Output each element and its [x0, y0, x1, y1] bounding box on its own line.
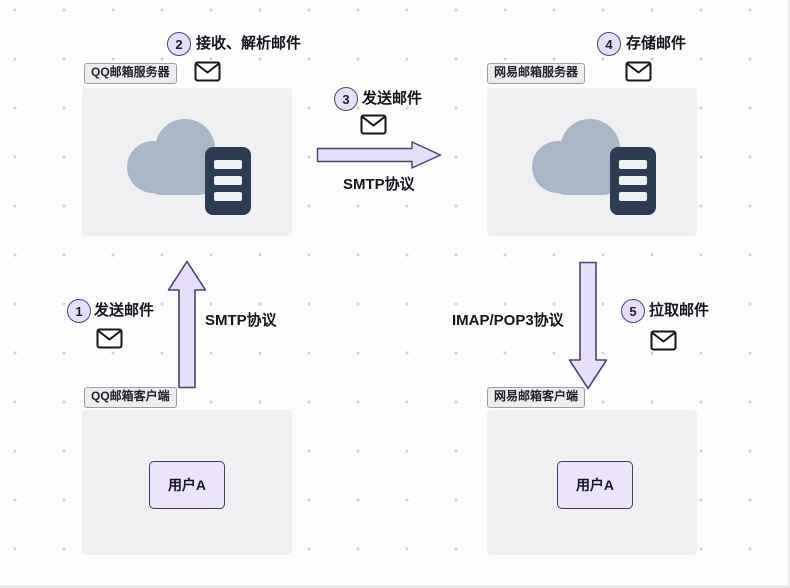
step-3-label: 发送邮件 [362, 90, 423, 107]
netease-client-box: 用户A [487, 410, 697, 555]
arrow-up-smtp [167, 260, 207, 389]
netease-server-box [487, 88, 697, 236]
user-a-box: 用户A [557, 461, 633, 509]
netease-client-label: 网易邮箱客户端 [487, 387, 586, 408]
qq-client-label: QQ邮箱客户端 [84, 387, 177, 408]
imap-protocol-label: IMAP/POP3协议 [452, 312, 564, 329]
step-1-badge: 1 [67, 299, 91, 323]
mail-icon [96, 328, 123, 349]
step-5-label: 拉取邮件 [649, 302, 710, 319]
smtp-protocol-label-horizontal: SMTP协议 [343, 176, 415, 193]
step-2-label: 接收、解析邮件 [196, 35, 302, 52]
cloud-server-icon [117, 107, 257, 217]
step-2-badge: 2 [167, 32, 191, 56]
qq-server-label: QQ邮箱服务器 [84, 63, 177, 84]
smtp-protocol-label-vertical: SMTP协议 [205, 312, 277, 329]
mail-icon [194, 61, 221, 82]
mail-icon [360, 114, 387, 135]
mail-icon [625, 61, 652, 82]
user-a-box: 用户A [149, 461, 225, 509]
netease-server-label: 网易邮箱服务器 [487, 63, 586, 84]
mail-icon [650, 330, 677, 351]
arrow-down-imap [568, 261, 608, 390]
step-3-badge: 3 [334, 87, 358, 111]
qq-server-box [82, 88, 292, 236]
qq-client-box: 用户A [82, 410, 292, 555]
step-5-badge: 5 [621, 299, 645, 323]
step-4-label: 存储邮件 [626, 35, 687, 52]
step-1-label: 发送邮件 [94, 302, 155, 319]
step-4-badge: 4 [597, 32, 621, 56]
arrow-right-smtp [316, 140, 442, 170]
cloud-server-icon [522, 107, 662, 217]
